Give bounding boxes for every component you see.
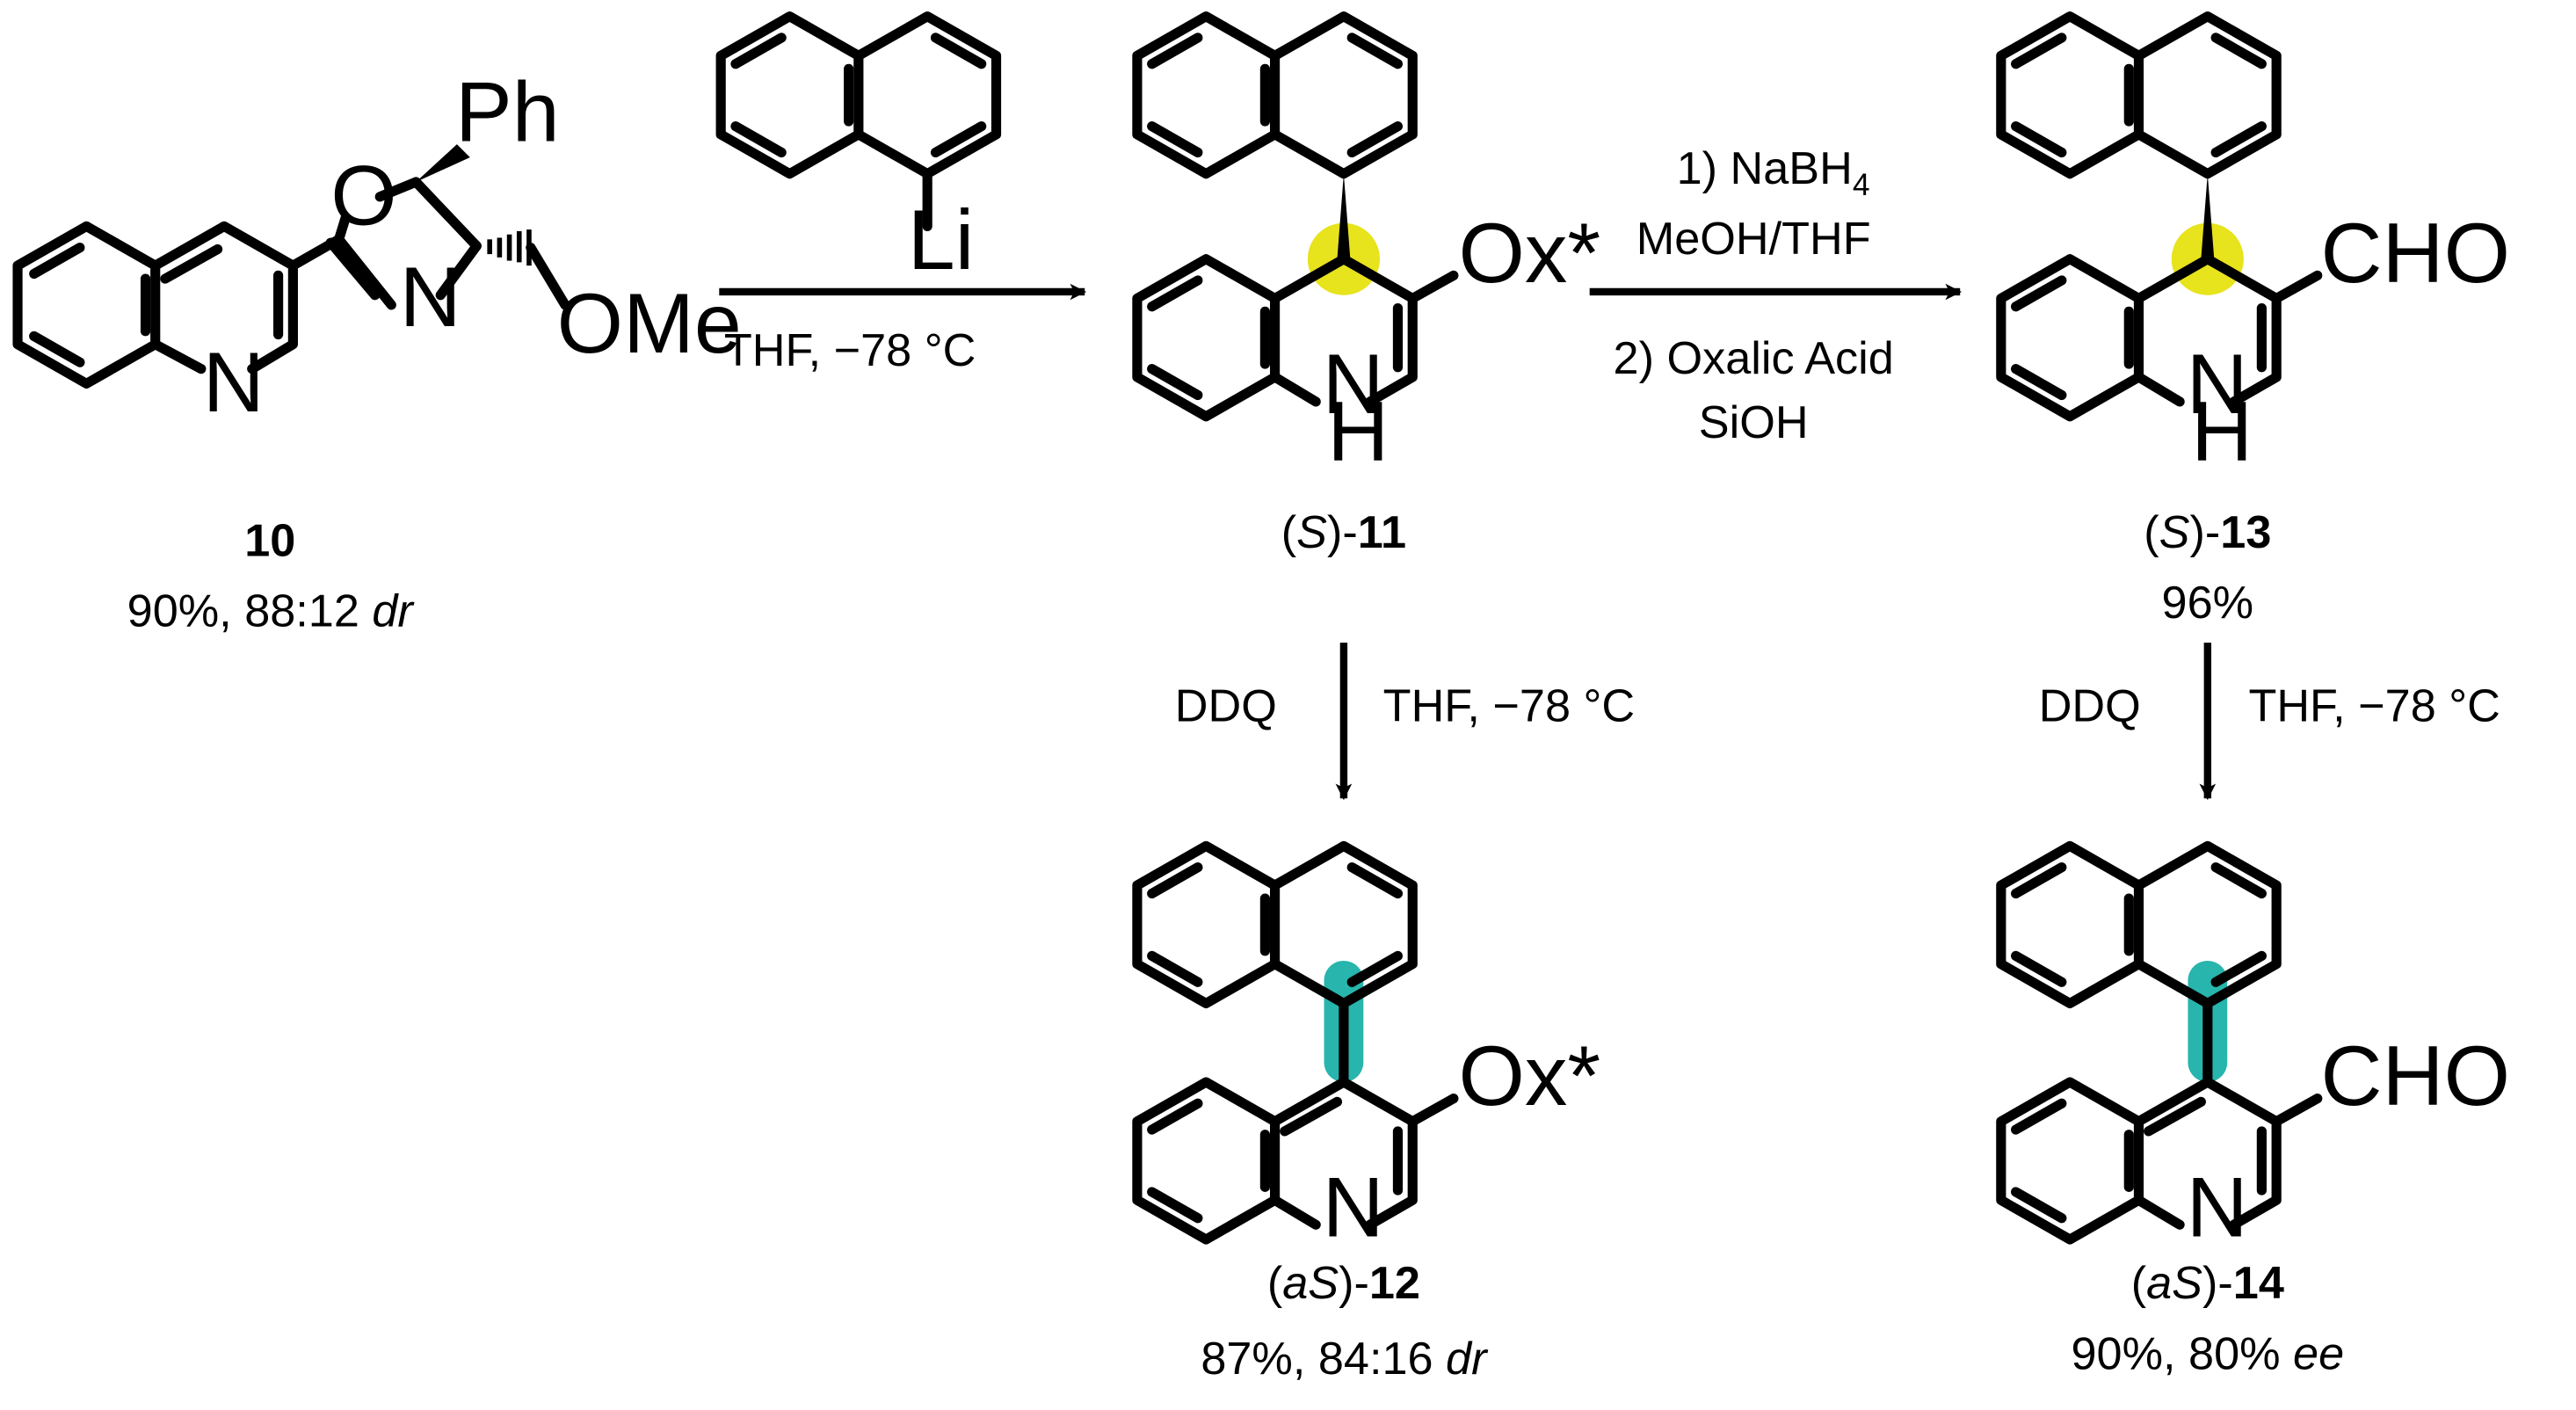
oxazoline-substituent-label: Ox*	[1458, 205, 1600, 301]
compound-11-structure: Ox* N H	[1132, 11, 1600, 479]
arrow-4-conditions: THF, −78 °C	[2248, 681, 2500, 732]
compound-14-yield: 90%, 80% ee	[2072, 1328, 2345, 1379]
methoxy-label: OMe	[557, 275, 742, 371]
compound-10-yield: 90%, 88:12 dr	[127, 585, 416, 636]
oxazoline-substituent-label: Ox*	[1458, 1028, 1600, 1123]
lithium-atom: Li	[908, 192, 974, 287]
arrow-4-reagent: DDQ	[2039, 681, 2141, 732]
arrow-1-conditions: THF, −78 °C	[724, 325, 976, 376]
naphthyllithium-structure: Li	[715, 11, 1002, 287]
nitrogen-atom: N	[2187, 336, 2248, 432]
arrow-2-reagent-1: 1) NaBH4	[1677, 143, 1870, 202]
compound-14-structure: CHO N	[1996, 840, 2510, 1254]
compound-12-yield: 87%, 84:16 dr	[1201, 1334, 1489, 1385]
nitrogen-atom: N	[203, 334, 265, 430]
compound-10-label: 10	[244, 515, 295, 566]
compound-13-structure: CHO N H	[1996, 11, 2510, 479]
compound-12-structure: Ox* N	[1132, 840, 1600, 1254]
nitrogen-atom: N	[1323, 1159, 1384, 1254]
arrow-2-solvent: MeOH/THF	[1636, 214, 1871, 265]
arrow-2-additive: SiOH	[1699, 397, 1809, 448]
compound-11-label: (S)-11	[1281, 507, 1406, 558]
hydrogen-atom: H	[2191, 383, 2253, 479]
compound-13-yield: 96%	[2162, 578, 2254, 629]
compound-13-label: (S)-13	[2144, 507, 2271, 558]
oxygen-atom: O	[330, 148, 396, 243]
nitrogen-atom: N	[2187, 1159, 2248, 1254]
arrow-2-reagent-2: 2) Oxalic Acid	[1614, 333, 1894, 384]
arrow-3-reagent: DDQ	[1175, 681, 1277, 732]
phenyl-label: Ph	[455, 63, 560, 159]
aldehyde-label: CHO	[2321, 1028, 2510, 1123]
nitrogen-atom: N	[1323, 336, 1384, 432]
compound-14-label: (aS)-14	[2131, 1258, 2284, 1309]
hashed-wedge	[487, 229, 532, 266]
aldehyde-label: CHO	[2321, 205, 2510, 301]
arrow-3-conditions: THF, −78 °C	[1383, 681, 1635, 732]
hydrogen-atom: H	[1327, 383, 1389, 479]
nitrogen-atom: N	[400, 249, 461, 345]
compound-12-label: (aS)-12	[1267, 1258, 1420, 1309]
compound-10-structure: O N N Ph OMe	[12, 63, 742, 430]
